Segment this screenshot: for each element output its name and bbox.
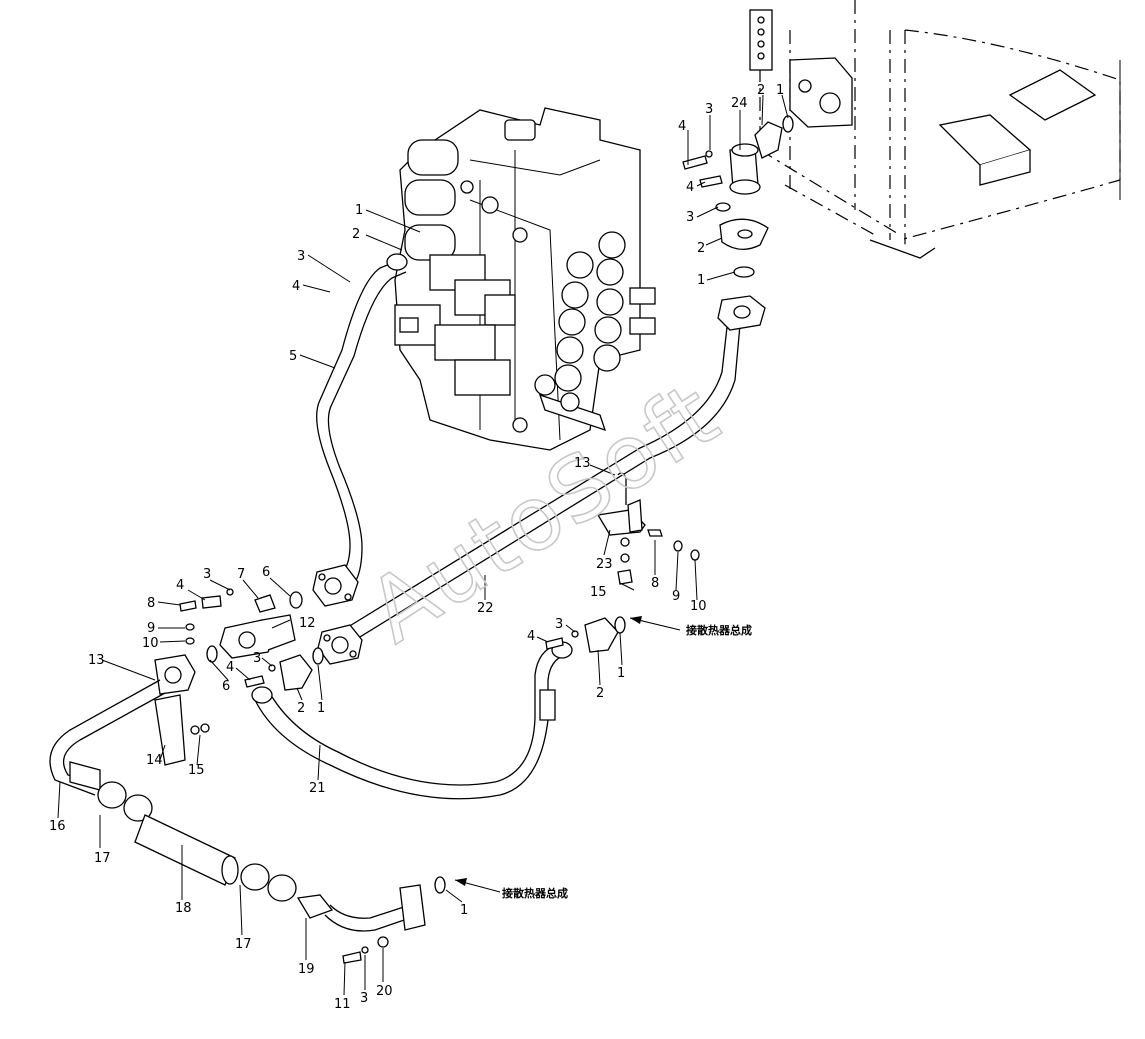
callout-4: 4 [226,660,234,675]
callout-8: 8 [147,596,155,611]
callout-4: 4 [176,578,184,593]
pipe-5 [312,253,408,607]
callout-16: 16 [49,819,66,834]
callout-20: 20 [376,984,393,999]
callout-19: 19 [298,962,315,977]
pipe-21 [244,616,626,800]
callout-3: 3 [297,249,305,264]
tank-outlet-fittings [682,115,794,278]
hydraulic-tank [749,0,1121,259]
callout-6: 6 [222,679,230,694]
callout-1: 1 [460,903,468,918]
callout-1: 1 [355,203,363,218]
callout-13: 13 [574,456,591,471]
callout-2: 2 [297,701,305,716]
callout-10: 10 [142,636,159,651]
callout-3: 3 [253,651,261,666]
callout-4: 4 [678,119,686,134]
pipe-22 [317,295,766,665]
callout-2: 2 [757,83,765,98]
callout-17: 17 [235,937,252,952]
callout-8: 8 [651,576,659,591]
callout-22: 22 [477,601,494,616]
note-to-radiator-upper: 接散热器总成 [686,623,752,637]
callout-4: 4 [292,279,300,294]
callout-6: 6 [262,565,270,580]
callout-1: 1 [697,273,705,288]
callout-2: 2 [352,227,360,242]
lower-piping [49,654,446,964]
note-arrows [454,616,681,893]
callout-18: 18 [175,901,192,916]
leader-lines [57,94,789,996]
callout-15: 15 [590,585,607,600]
bracket-23 [596,472,700,585]
callout-10: 10 [690,599,707,614]
callout-17: 17 [94,851,111,866]
callout-1: 1 [317,701,325,716]
callout-5: 5 [289,349,297,364]
callout-numbers: 1 2 3 4 5 1 2 24 3 4 4 3 2 1 13 23 15 8 … [49,83,784,1012]
callout-1: 1 [617,666,625,681]
callout-15: 15 [188,763,205,778]
callout-7: 7 [237,567,245,582]
callout-4: 4 [686,180,694,195]
callout-21: 21 [309,781,326,796]
callout-14: 14 [146,753,163,768]
callout-3: 3 [203,567,211,582]
callout-2: 2 [697,241,705,256]
callout-4: 4 [527,629,535,644]
callout-1: 1 [776,83,784,98]
note-to-radiator-lower: 接散热器总成 [502,886,568,900]
callout-9: 9 [147,621,155,636]
callout-3: 3 [686,210,694,225]
callout-13: 13 [88,653,105,668]
callout-24: 24 [731,96,748,111]
callout-3: 3 [555,617,563,632]
left-fittings [179,588,303,663]
callout-2: 2 [596,686,604,701]
callout-3: 3 [360,991,368,1006]
callout-9: 9 [672,589,680,604]
callout-12: 12 [299,616,316,631]
callout-11: 11 [334,997,351,1012]
callout-23: 23 [596,557,613,572]
callout-3: 3 [705,102,713,117]
control-valve-block [394,107,656,451]
